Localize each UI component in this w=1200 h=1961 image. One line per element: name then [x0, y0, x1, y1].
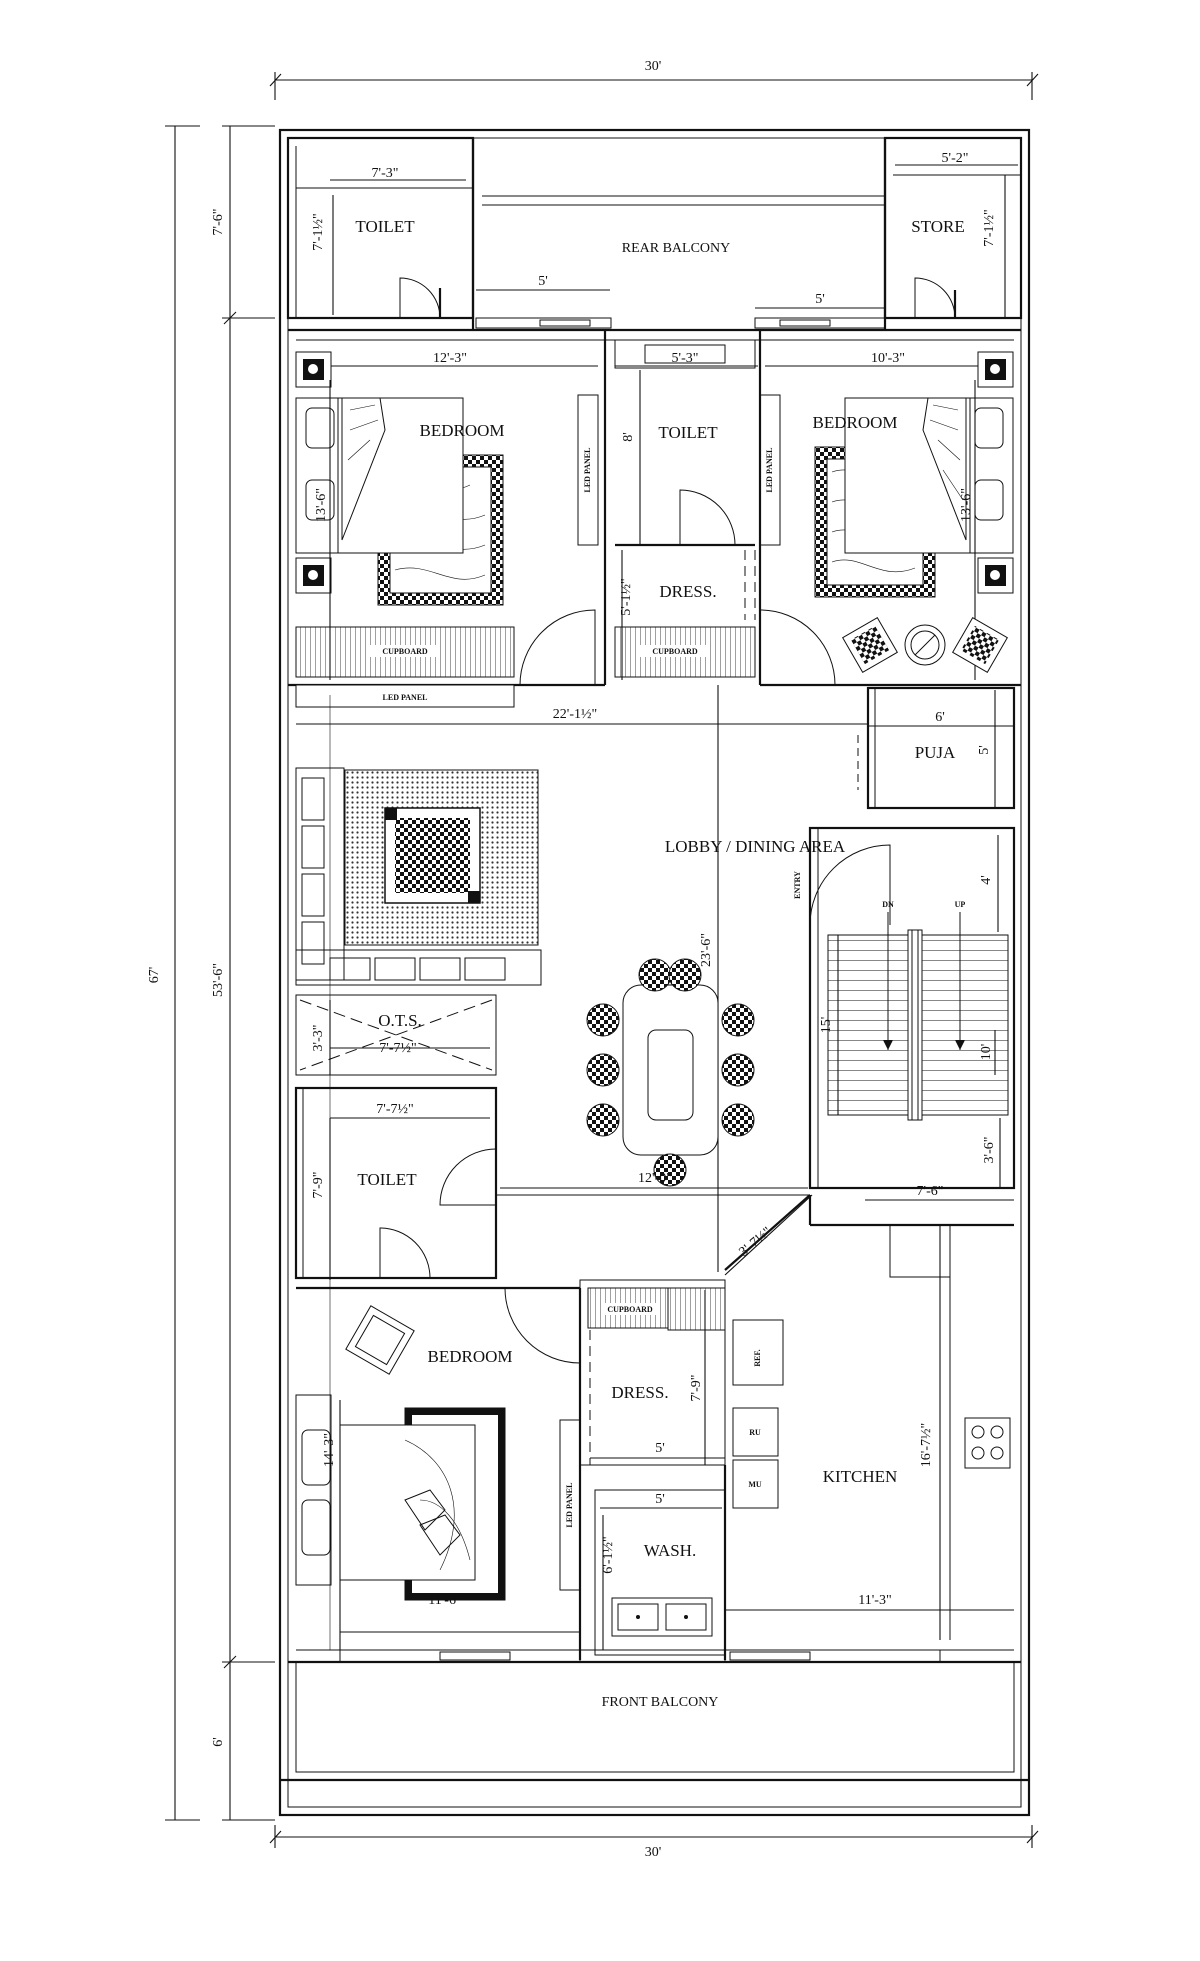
kitchen-height: 16'-7½"	[919, 1423, 934, 1467]
stair-entry-label: ENTRY	[793, 871, 802, 899]
width-bottom-label: 30'	[645, 1845, 662, 1860]
stove-icon	[964, 1417, 1011, 1469]
puja-height: 5'	[977, 745, 992, 755]
wash: 5' WASH. 6'-1½"	[594, 1489, 726, 1656]
rear-toilet: 7'-3" 7'-1½" TOILET	[286, 136, 475, 320]
store-label: STORE	[911, 217, 965, 236]
bedroom-left-width: 12'-3"	[433, 351, 467, 366]
lobby-width: 22'-1½"	[553, 707, 597, 722]
dress-front-height: 7'-9"	[689, 1375, 704, 1402]
dress-mid-height: 5'-1½"	[619, 578, 634, 615]
led-panel-label-left: LED PANEL	[383, 693, 428, 702]
bedroom-upper-right: 10'-3" 13'-6" BEDROOM	[759, 351, 1014, 686]
pillows-icon	[404, 1489, 461, 1556]
rear-toilet-width: 7'-3"	[372, 166, 399, 181]
bedroom-right-height: 13'-6"	[959, 488, 974, 522]
kitchen-diag-dim: 3'-7½"	[737, 1225, 775, 1261]
toilet-front-height: 7'-9"	[311, 1172, 326, 1199]
puja: 6' 5' PUJA	[857, 686, 1016, 810]
staircase: ENTRY DN UP 4' 15' 10' 7'-6" 3'-6"	[793, 826, 1016, 1201]
middle-toilet-dress: LED PANEL LED PANEL 5'-3" 8' TOILET 5'-1…	[577, 339, 781, 680]
led-panel-label-mid-right: LED PANEL	[765, 448, 774, 493]
rear-toilet-height: 7'-1½"	[311, 213, 326, 250]
ru-label: RU	[749, 1428, 761, 1437]
stair-flight-length: 15'	[819, 1017, 834, 1034]
toilet-front-label: TOILET	[357, 1170, 417, 1189]
rear-balcony-door-right: 5'	[815, 292, 825, 307]
fridge-label: REF.	[753, 1349, 762, 1366]
dress-front-label: DRESS.	[611, 1383, 668, 1402]
dress-mid-label: DRESS.	[659, 582, 716, 601]
bedroom-front: BEDROOM 14'-3" 11'-6" LED PANEL	[295, 1286, 582, 1660]
rear-balcony-depth-label: 7'-6"	[211, 209, 226, 236]
puja-width: 6'	[935, 710, 945, 725]
front-balcony-depth-label: 6'	[211, 1737, 226, 1747]
stair-bottom-height: 3'-6"	[982, 1137, 997, 1164]
ots-height: 3'-3"	[311, 1025, 326, 1052]
main-length-label: 53'-6"	[211, 963, 226, 997]
bedroom-upper-left: 12'-3" 13'-6" BEDROOM CUPBOARD LED PANEL	[295, 351, 598, 708]
stair-up-label: UP	[955, 900, 966, 909]
toilet-mid-label: TOILET	[658, 423, 718, 442]
length-label: 67'	[147, 967, 162, 984]
dress-front-width: 5'	[655, 1441, 665, 1456]
ots: O.T.S. 7'-7½" 3'-3"	[295, 994, 497, 1076]
interior-dims	[329, 695, 1014, 1651]
lobby-width-2: 12'-0"	[638, 1171, 672, 1186]
sofa-set-icon	[295, 767, 542, 986]
led-panel-label-front: LED PANEL	[565, 1483, 574, 1528]
wash-basin-icon	[611, 1597, 713, 1637]
bedroom-front-label: BEDROOM	[427, 1347, 512, 1366]
rear-balcony-label: REAR BALCONY	[622, 241, 731, 256]
lobby-label: LOBBY / DINING AREA	[665, 837, 846, 856]
toilet-mid-height: 8'	[621, 432, 636, 442]
bedroom-right-width: 10'-3"	[871, 351, 905, 366]
rear-balcony-door-left: 5'	[538, 274, 548, 289]
stair-landing-height: 4'	[979, 875, 994, 885]
kitchen-width: 11'-3"	[858, 1593, 891, 1608]
outer-walls	[278, 128, 1031, 1817]
bedroom-front-height: 14'-3"	[322, 1433, 337, 1467]
front-dress: CUPBOARD DRESS. 7'-9" 5'	[579, 1279, 726, 1466]
cupboard-label-mid: CUPBOARD	[652, 647, 698, 656]
bedroom-left-height: 13'-6"	[314, 488, 329, 522]
bedroom-left-label: BEDROOM	[419, 421, 504, 440]
dining-table-icon	[586, 958, 755, 1187]
width-top-label: 30'	[645, 59, 662, 74]
front-balcony: FRONT BALCONY	[288, 1649, 1021, 1773]
stair-tread-dim: 10'	[979, 1044, 994, 1061]
led-panel-label-mid-left: LED PANEL	[583, 448, 592, 493]
toilet-front-width: 7'-7½"	[376, 1102, 413, 1117]
rear-balcony: REAR BALCONY 5' 5'	[471, 138, 887, 330]
stair-down-label: DN	[882, 900, 894, 909]
wash-width: 5'	[655, 1492, 665, 1507]
store-width: 5'-2"	[942, 151, 969, 166]
store-height: 7'-1½"	[982, 209, 997, 246]
bedroom-right-label: BEDROOM	[812, 413, 897, 432]
store: 5'-2" 7'-1½" STORE	[883, 136, 1023, 320]
wash-label: WASH.	[644, 1541, 696, 1560]
overall-dimensions: 30' 30' 67' 7'-6" 53'-6" 6'	[147, 59, 1039, 1860]
cupboard-label-front: CUPBOARD	[607, 1305, 653, 1314]
ots-width: 7'-7½"	[379, 1041, 416, 1056]
lobby-dining: 22'-1½" 23'-6" LOBBY / DINING AREA	[295, 685, 868, 1272]
armchair-icon	[841, 616, 899, 674]
armchair-icon	[345, 1305, 415, 1375]
kitchen-label: KITCHEN	[823, 1467, 898, 1486]
toilet-mid-width: 5'-3"	[672, 351, 699, 366]
rear-toilet-label: TOILET	[355, 217, 415, 236]
wash-height: 6'-1½"	[601, 1536, 616, 1573]
mu-label: MU	[748, 1480, 762, 1489]
bedroom-front-width: 11'-6"	[428, 1593, 461, 1608]
lobby-height: 23'-6"	[699, 933, 714, 967]
front-balcony-label: FRONT BALCONY	[602, 1695, 719, 1710]
ots-label: O.T.S.	[378, 1011, 422, 1030]
kitchen: 3'-7½" REF. RU MU KITCHEN 16'-7½" 11'-3"	[723, 1194, 1014, 1660]
puja-label: PUJA	[915, 743, 956, 762]
cupboard-label-left: CUPBOARD	[382, 647, 428, 656]
armchair-icon	[951, 616, 1009, 674]
stair-width: 7'-6"	[917, 1184, 944, 1199]
